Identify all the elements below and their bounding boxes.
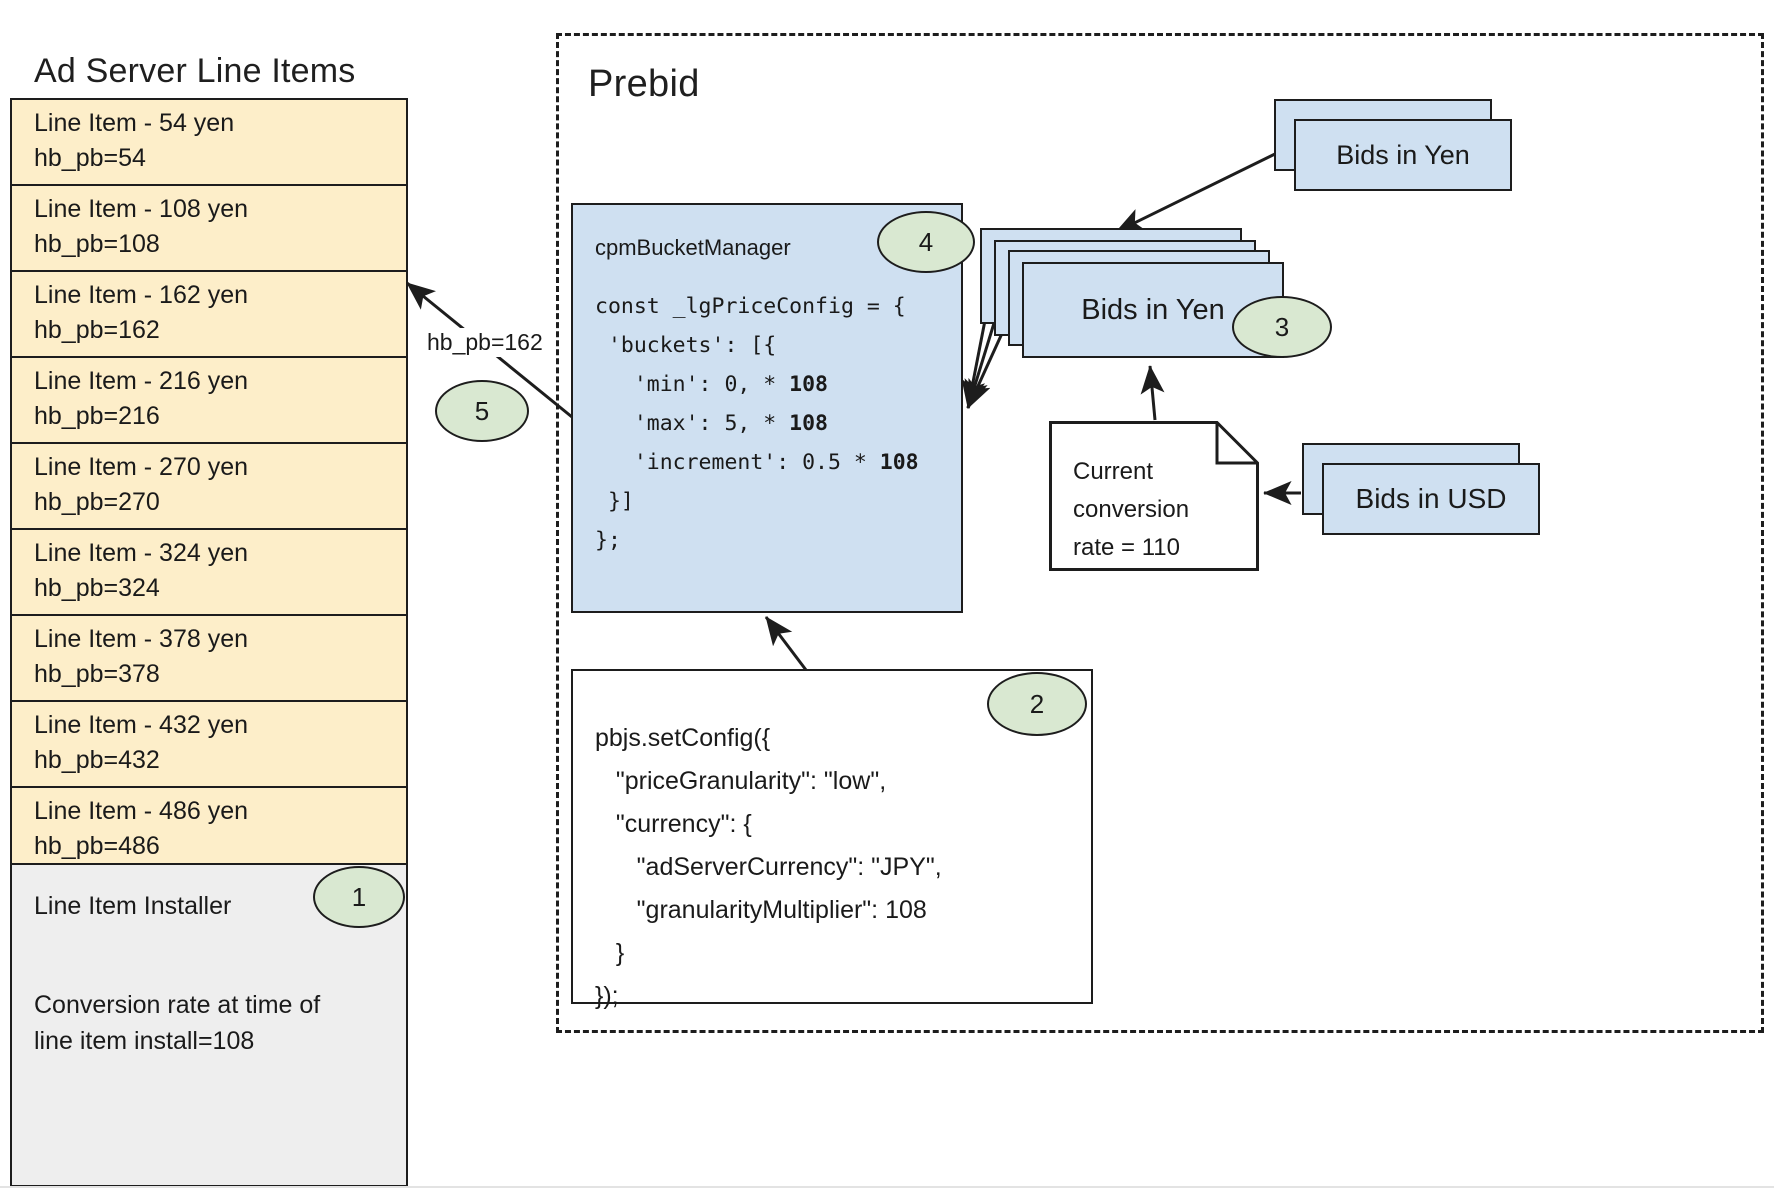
code-line: "priceGranularity": "low", — [595, 767, 887, 795]
step-badge-3[interactable]: 3 — [1232, 296, 1332, 358]
bids-in-yen-incoming-group[interactable]: Bids in Yen — [1274, 99, 1512, 191]
code-line: 'buckets': [{ — [595, 333, 777, 358]
conversion-note-line-3: rate = 110 — [1073, 534, 1180, 561]
conversion-rate-note[interactable]: Current conversion rate = 110 — [1049, 421, 1259, 571]
list-item[interactable]: Line Item - 216 yen hb_pb=216 — [12, 358, 406, 444]
line-item-name: Line Item - 324 yen — [34, 539, 249, 567]
code-line: }] — [595, 489, 634, 514]
code-line: "granularityMultiplier": 108 — [595, 896, 927, 924]
bids-in-usd-card: Bids in USD — [1322, 463, 1540, 535]
code-line: pbjs.setConfig({ — [595, 724, 771, 752]
list-item[interactable]: Line Item - 378 yen hb_pb=378 — [12, 616, 406, 702]
conversion-note-line-2: conversion — [1073, 496, 1190, 523]
line-item-key: hb_pb=162 — [34, 316, 160, 344]
line-item-installer-note: Conversion rate at time of line item ins… — [34, 987, 384, 1059]
code-line: 'max': 5, * 108 — [595, 411, 829, 436]
list-item[interactable]: Line Item - 108 yen hb_pb=108 — [12, 186, 406, 272]
cpm-bucket-manager-title: cpmBucketManager — [595, 235, 791, 260]
conversion-rate-note-text: Current conversion rate = 110 — [1073, 453, 1243, 567]
line-item-name: Line Item - 162 yen — [34, 281, 249, 309]
line-item-key: hb_pb=270 — [34, 488, 160, 516]
line-item-list: Line Item - 54 yen hb_pb=54 Line Item - … — [10, 98, 408, 960]
list-item[interactable]: Line Item - 162 yen hb_pb=162 — [12, 272, 406, 358]
list-item[interactable]: Line Item - 432 yen hb_pb=432 — [12, 702, 406, 788]
line-item-installer-title: Line Item Installer — [34, 892, 232, 920]
list-item[interactable]: Line Item - 324 yen hb_pb=324 — [12, 530, 406, 616]
cpm-bucket-manager-box[interactable]: cpmBucketManager const _lgPriceConfig = … — [571, 203, 963, 613]
line-item-key: hb_pb=324 — [34, 574, 160, 602]
page-title-ad-server-line-items: Ad Server Line Items — [34, 52, 356, 90]
line-item-key: hb_pb=108 — [34, 230, 160, 258]
cpm-bucket-manager-code: const _lgPriceConfig = { 'buckets': [{ '… — [595, 287, 961, 560]
step-badge-1[interactable]: 1 — [313, 866, 405, 928]
line-item-key: hb_pb=486 — [34, 832, 160, 860]
line-item-key: hb_pb=378 — [34, 660, 160, 688]
installer-note-line-2: line item install=108 — [34, 1027, 255, 1055]
note-shape-icon — [1049, 421, 1259, 571]
line-item-name: Line Item - 270 yen — [34, 453, 249, 481]
line-item-name: Line Item - 486 yen — [34, 797, 249, 825]
bids-in-yen-stack-group[interactable]: Bids in Yen — [980, 228, 1296, 358]
code-line: }; — [595, 528, 621, 553]
code-line: } — [595, 939, 625, 967]
line-item-name: Line Item - 432 yen — [34, 711, 249, 739]
prebid-container — [556, 33, 1764, 1033]
step-badge-2[interactable]: 2 — [987, 672, 1087, 736]
code-line: "adServerCurrency": "JPY", — [595, 853, 942, 881]
line-item-name: Line Item - 54 yen — [34, 109, 235, 137]
conversion-note-line-1: Current — [1073, 458, 1154, 485]
code-line: 'increment': 0.5 * 108 — [595, 450, 919, 475]
code-line: 'min': 0, * 108 — [595, 372, 829, 397]
list-item[interactable]: Line Item - 54 yen hb_pb=54 — [12, 100, 406, 186]
line-item-key: hb_pb=216 — [34, 402, 160, 430]
code-line: const _lgPriceConfig = { — [595, 294, 906, 319]
code-line: "currency": { — [595, 810, 752, 838]
line-item-key: hb_pb=432 — [34, 746, 160, 774]
edge-label-hb-pb: hb_pb=162 — [424, 328, 546, 357]
bids-in-yen-incoming-card: Bids in Yen — [1294, 119, 1512, 191]
list-item[interactable]: Line Item - 270 yen hb_pb=270 — [12, 444, 406, 530]
line-item-name: Line Item - 108 yen — [34, 195, 249, 223]
code-line: }); — [595, 982, 619, 1010]
line-item-name: Line Item - 216 yen — [34, 367, 249, 395]
step-badge-4[interactable]: 4 — [877, 211, 975, 273]
bids-in-usd-group[interactable]: Bids in USD — [1302, 443, 1540, 535]
bottom-divider — [0, 1186, 1774, 1188]
step-badge-5[interactable]: 5 — [435, 380, 529, 442]
prebid-title: Prebid — [588, 63, 700, 105]
list-item[interactable]: Line Item - 486 yen hb_pb=486 — [12, 788, 406, 874]
installer-note-line-1: Conversion rate at time of — [34, 991, 321, 1019]
line-item-name: Line Item - 378 yen — [34, 625, 249, 653]
line-item-key: hb_pb=54 — [34, 144, 146, 172]
pbjs-setconfig-code: pbjs.setConfig({ "priceGranularity": "lo… — [595, 717, 1091, 1018]
